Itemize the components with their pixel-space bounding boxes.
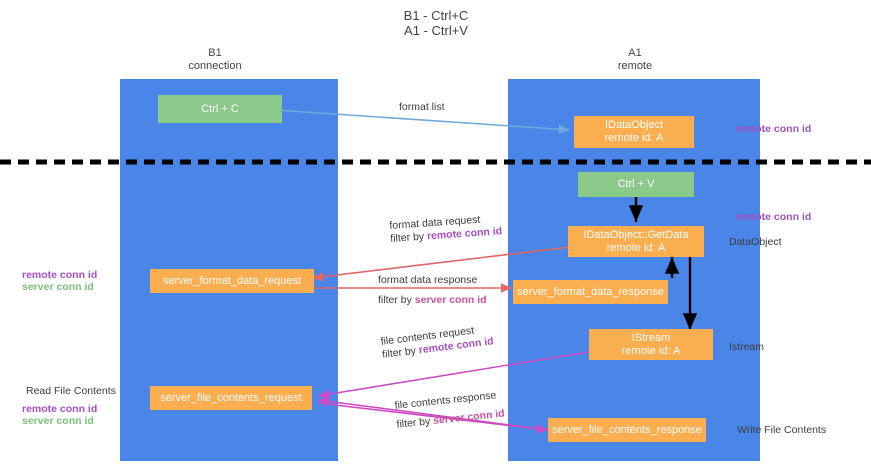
box-server-format-data-request[interactable]: server_format_data_request xyxy=(150,269,314,293)
box-server-file-contents-request[interactable]: server_file_contents_request xyxy=(150,386,312,410)
edge-label-format-data-response-filter: filter by server conn id xyxy=(378,294,487,307)
edge-label-format-list-text: format list xyxy=(399,101,445,113)
column-header-a1-name: A1 xyxy=(628,47,642,59)
annotation-write-file-contents: Write File Contents xyxy=(737,424,827,436)
column-header-b1-sub: connection xyxy=(188,60,242,72)
box-server-file-contents-response[interactable]: server_file_contents_response xyxy=(548,418,706,442)
box-ctrl-c-label: Ctrl + C xyxy=(201,102,239,115)
annotation-left-server-conn-id-2: server conn id xyxy=(22,415,94,427)
box-idataobject-line-2: remote id: A xyxy=(604,132,664,144)
edge-label-format-list: format list xyxy=(399,101,445,114)
annotation-read-file-contents: Read File Contents xyxy=(26,385,116,397)
annotation-dataobject: DataObject xyxy=(729,236,782,248)
box-idataobject-getdata[interactable]: IDataObject::GetData remote id: A xyxy=(568,226,704,257)
column-header-b1: B1 connection xyxy=(155,47,275,73)
box-server-file-contents-request-label: server_file_contents_request xyxy=(160,391,302,404)
box-istream[interactable]: IStream remote id: A xyxy=(589,329,713,360)
filter-key-server-conn-id: server conn id xyxy=(414,294,487,306)
annotation-remote-conn-id-mid: remote conn id xyxy=(736,211,812,223)
box-istream-line-1: IStream xyxy=(631,331,671,344)
box-server-file-contents-response-label: server_file_contents_response xyxy=(552,423,702,436)
page-title-line-2: A1 - Ctrl+V xyxy=(404,23,468,38)
annotation-remote-conn-id-top: remote conn id xyxy=(736,123,812,135)
box-idataobject[interactable]: IDataObject remote id: A xyxy=(574,116,694,148)
annotation-istream: Istream xyxy=(729,341,765,353)
page-title-line-1: B1 - Ctrl+C xyxy=(403,8,469,23)
box-getdata-line-1: IDataObject::GetData xyxy=(583,228,689,241)
box-server-format-data-request-label: server_format_data_request xyxy=(162,274,302,287)
box-getdata-line-2: remote id: A xyxy=(606,241,666,254)
box-ctrl-c[interactable]: Ctrl + C xyxy=(158,95,282,123)
box-ctrl-v[interactable]: Ctrl + V xyxy=(578,172,694,197)
edge-label-file-contents-response-filter: filter by server conn id xyxy=(396,408,505,432)
edge-label-format-data-response: format data response filter by server co… xyxy=(378,274,487,307)
box-ctrl-v-label: Ctrl + V xyxy=(617,178,655,190)
column-header-b1-name: B1 xyxy=(208,47,222,59)
annotation-left-remote-conn-id: remote conn id xyxy=(22,269,98,281)
column-header-a1-sub: remote xyxy=(617,60,653,72)
filter-key-server-conn-id-2: server conn id xyxy=(432,407,506,427)
box-server-format-data-response[interactable]: server_format_data_response xyxy=(513,280,668,304)
annotation-left-server-conn-id: server conn id xyxy=(22,281,94,293)
filter-prefix-2: filter by xyxy=(378,294,415,306)
edge-label-file-contents-response: file contents response filter by server … xyxy=(394,389,505,432)
page-title: B1 - Ctrl+C A1 - Ctrl+V xyxy=(336,8,536,38)
edge-label-file-contents-request: file contents request filter by remote c… xyxy=(380,322,494,361)
edge-label-format-data-response-text: format data response xyxy=(378,274,478,286)
edge-label-format-data-request: format data request filter by remote con… xyxy=(389,212,503,246)
filter-prefix: filter by xyxy=(389,230,428,245)
box-server-format-data-response-label: server_format_data_response xyxy=(517,285,664,298)
box-idataobject-line-1: IDataObject xyxy=(604,119,664,131)
column-header-a1: A1 remote xyxy=(575,47,695,73)
annotation-left-remote-conn-id-2: remote conn id xyxy=(22,403,98,415)
filter-prefix-4: filter by xyxy=(395,415,434,431)
box-istream-line-2: remote id: A xyxy=(621,344,681,357)
